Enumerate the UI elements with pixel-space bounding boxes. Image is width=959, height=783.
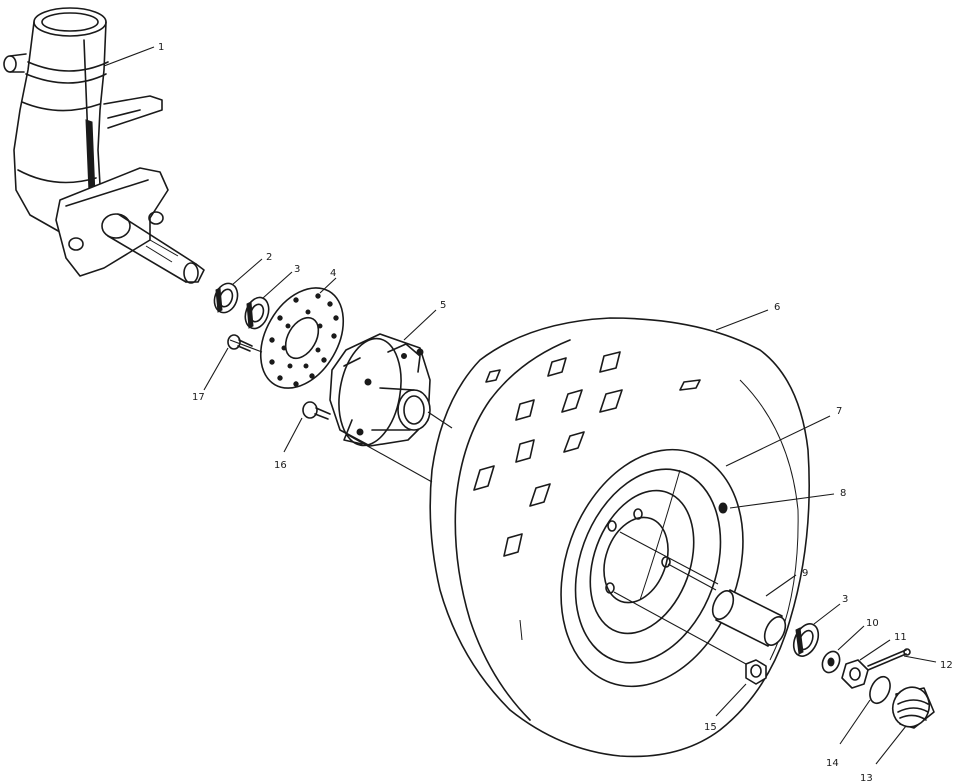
assembly-centerlines xyxy=(229,339,747,665)
callout-15: 15 xyxy=(704,722,717,733)
part-cotter-pin xyxy=(867,648,911,671)
callout-10: 10 xyxy=(866,618,879,629)
callout-2: 2 xyxy=(266,252,272,263)
callout-9: 9 xyxy=(802,568,808,579)
part-bearing-upper xyxy=(244,296,270,330)
part-steering-knuckle xyxy=(3,7,205,284)
callout-3-lower: 3 xyxy=(842,594,848,605)
callout-3-upper: 3 xyxy=(294,264,300,275)
callout-labels: 1 2 3 4 5 6 7 8 9 3 10 11 12 13 14 15 16… xyxy=(158,42,953,783)
part-washer xyxy=(821,650,841,674)
part-tire xyxy=(429,317,810,758)
part-brake-disc xyxy=(259,287,345,389)
callout-1: 1 xyxy=(158,42,164,53)
part-valve-stem xyxy=(718,502,728,514)
part-bolt-17 xyxy=(227,334,253,352)
part-wheel-rim xyxy=(560,448,744,688)
part-hub xyxy=(329,333,431,447)
callout-16: 16 xyxy=(274,460,287,471)
part-lug-nut xyxy=(745,659,767,685)
callout-8: 8 xyxy=(840,488,846,499)
part-o-ring xyxy=(869,675,891,705)
callout-leaders xyxy=(103,46,937,765)
callout-14: 14 xyxy=(826,758,839,769)
callout-4: 4 xyxy=(330,268,336,279)
callout-12: 12 xyxy=(940,660,953,671)
part-castle-nut xyxy=(841,659,869,689)
callout-17: 17 xyxy=(192,392,205,403)
callout-11: 11 xyxy=(894,632,907,643)
callout-13: 13 xyxy=(860,773,873,783)
part-hub-cap xyxy=(891,686,935,729)
callout-7: 7 xyxy=(836,406,842,417)
callout-6: 6 xyxy=(774,302,780,313)
part-seal xyxy=(213,282,239,314)
callout-5: 5 xyxy=(440,300,446,311)
part-bolt-16 xyxy=(302,401,331,420)
part-bearing-lower xyxy=(792,623,820,657)
part-spacer xyxy=(711,589,787,647)
